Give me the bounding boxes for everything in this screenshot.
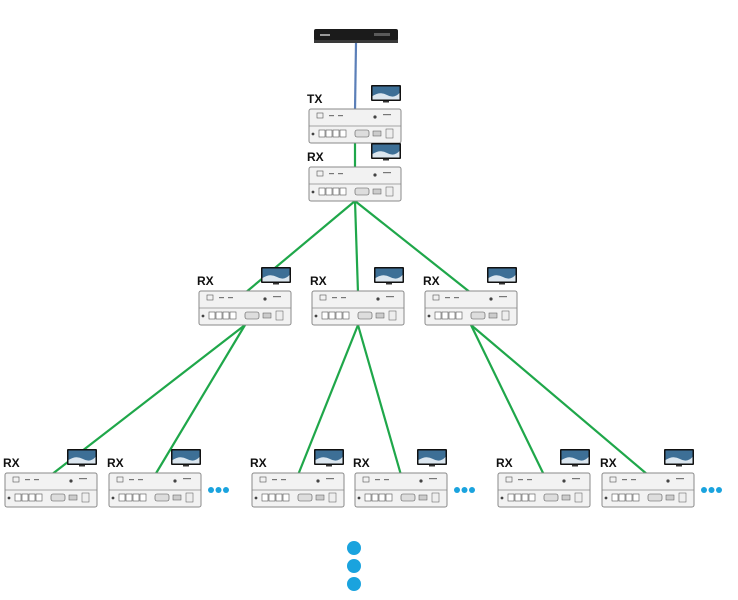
source-cable <box>353 42 358 112</box>
receiver-unit-icon <box>251 472 345 508</box>
more-dot <box>215 487 222 493</box>
receiver-rx2c: RX <box>423 267 518 326</box>
display-screen-icon <box>371 85 401 103</box>
device-label: RX <box>197 274 214 288</box>
display-screen-icon <box>67 449 97 467</box>
more-row-dot <box>347 559 361 573</box>
receiver-unit-icon <box>308 166 402 202</box>
device-label: RX <box>600 456 617 470</box>
more-dot <box>461 487 468 493</box>
receiver-rx3f: RX <box>600 449 695 508</box>
display-screen-icon <box>374 267 404 285</box>
receiver-rx3e: RX <box>496 449 591 508</box>
display-screen-icon <box>664 449 694 467</box>
more-dot <box>454 487 460 493</box>
receiver-rx3b: RX <box>107 449 202 508</box>
display-screen-icon <box>560 449 590 467</box>
device-label: TX <box>307 92 322 106</box>
receiver-unit-icon <box>311 290 405 326</box>
receiver-unit-icon <box>198 290 292 326</box>
receiver-rx3d: RX <box>353 449 448 508</box>
receiver-rx3a: RX <box>3 449 98 508</box>
display-screen-icon <box>371 143 401 161</box>
receiver-unit-icon <box>354 472 448 508</box>
device-label: RX <box>310 274 327 288</box>
more-row-dot <box>347 577 361 591</box>
cat-cable-rx1-rx2b <box>353 200 360 294</box>
nodes-layer: TX RX RX RX RX RX RX RX RX RX RX <box>3 29 695 508</box>
display-screen-icon <box>487 267 517 285</box>
more-dot <box>469 487 475 493</box>
receiver-unit-icon <box>601 472 695 508</box>
receiver-rx2a: RX <box>197 267 292 326</box>
device-label: RX <box>307 150 324 164</box>
more-dots-middle <box>454 487 475 493</box>
receiver-rx3c: RX <box>250 449 345 508</box>
display-screen-icon <box>417 449 447 467</box>
transmitter-unit-icon <box>308 108 402 144</box>
receiver-rx1: RX <box>307 143 402 202</box>
device-label: RX <box>107 456 124 470</box>
receiver-rx2b: RX <box>310 267 405 326</box>
more-indicators <box>208 487 722 591</box>
device-label: RX <box>353 456 370 470</box>
links-layer <box>50 42 649 476</box>
cat-cable-rx2b-rx3c <box>296 324 360 476</box>
more-row-dot <box>347 541 361 555</box>
more-dots-left <box>208 487 229 493</box>
more-dot <box>208 487 214 493</box>
display-screen-icon <box>314 449 344 467</box>
display-screen-icon <box>261 267 291 285</box>
device-label: RX <box>496 456 513 470</box>
more-dot <box>223 487 229 493</box>
more-dots-right <box>701 487 722 493</box>
more-rows-dots <box>347 541 361 591</box>
cat-cable-rx1-rx2c <box>354 200 472 294</box>
player-source <box>314 29 398 43</box>
cat-cable-rx2b-rx3d <box>356 324 403 476</box>
receiver-unit-icon <box>108 472 202 508</box>
transmitter-tx: TX <box>307 85 402 144</box>
cat-cable-rx2a-rx3b <box>154 324 246 476</box>
device-label: RX <box>250 456 267 470</box>
device-label: RX <box>423 274 440 288</box>
media-player-icon <box>314 29 398 41</box>
display-screen-icon <box>171 449 201 467</box>
cat-cable-rx2c-rx3f <box>470 324 649 476</box>
more-dot <box>716 487 722 493</box>
more-dot <box>701 487 707 493</box>
device-label: RX <box>3 456 20 470</box>
receiver-unit-icon <box>4 472 98 508</box>
receiver-unit-icon <box>424 290 518 326</box>
more-dot <box>708 487 715 493</box>
cat-cable-rx2c-rx3e <box>470 324 545 476</box>
receiver-unit-icon <box>497 472 591 508</box>
